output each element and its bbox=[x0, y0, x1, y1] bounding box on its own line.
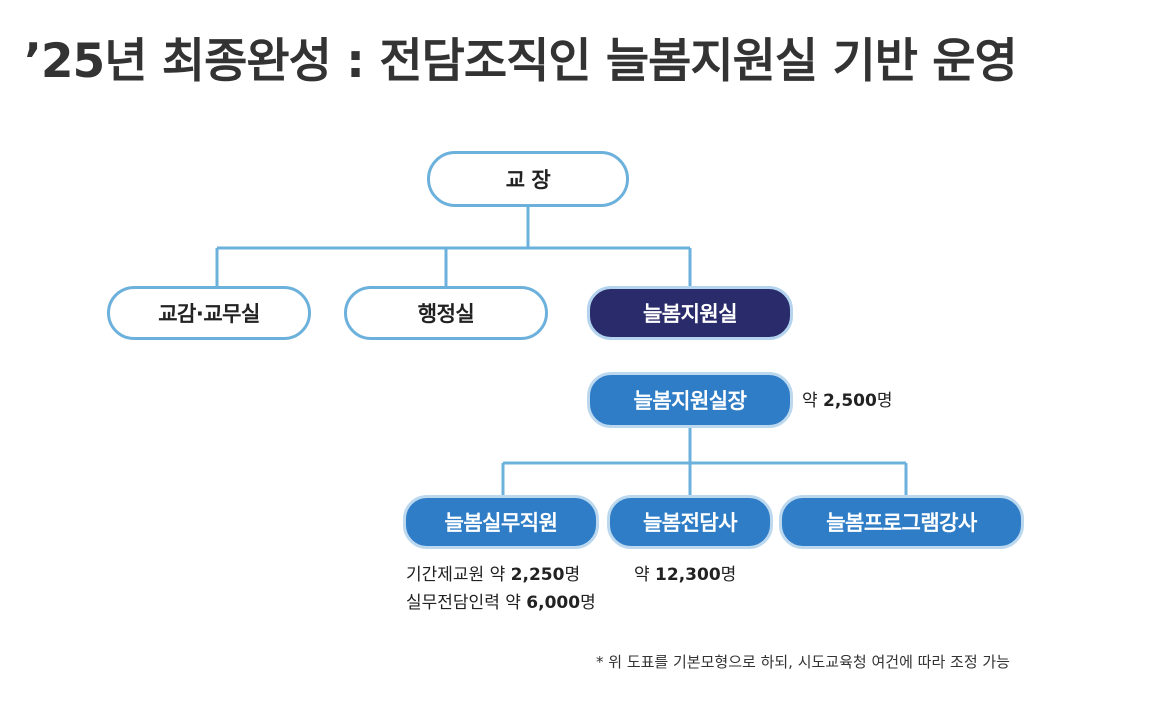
program-instructor-node: 늘봄프로그램강사 bbox=[779, 495, 1024, 549]
head-count-note: 약 2,500명 bbox=[802, 391, 893, 411]
academic-affairs-node: 교감·교무실 bbox=[107, 286, 311, 340]
neulbom-office-node: 늘봄지원실 bbox=[587, 286, 793, 340]
staff-note-line2: 실무전담인력 약 6,000명 bbox=[406, 593, 596, 613]
footnote: * 위 도표를 기본모형으로 하되, 시도교육청 여건에 따라 조정 가능 bbox=[596, 653, 1010, 671]
principal-node: 교 장 bbox=[427, 151, 629, 207]
dedicated-note: 약 12,300명 bbox=[634, 565, 737, 585]
dedicated-label: 늘봄전담사 bbox=[642, 511, 738, 535]
staff-node: 늘봄실무직원 bbox=[403, 495, 599, 549]
page-title: ’25년 최종완성 : 전담조직인 늘봄지원실 기반 운영 bbox=[24, 34, 1018, 89]
staff-line1-value: 2,250 bbox=[510, 565, 565, 585]
staff-label: 늘봄실무직원 bbox=[444, 511, 558, 535]
neulbom-head-node: 늘봄지원실장 bbox=[587, 372, 793, 428]
head-count-value: 2,500 bbox=[823, 391, 877, 411]
dedicated-node: 늘봄전담사 bbox=[607, 495, 773, 549]
neulbom-office-label: 늘봄지원실 bbox=[642, 302, 738, 326]
academic-affairs-label: 교감·교무실 bbox=[158, 302, 260, 326]
staff-note-line1: 기간제교원 약 2,250명 bbox=[406, 565, 581, 585]
admin-office-node: 행정실 bbox=[344, 286, 548, 340]
neulbom-head-label: 늘봄지원실장 bbox=[633, 389, 747, 413]
admin-office-label: 행정실 bbox=[417, 302, 475, 326]
program-instructor-label: 늘봄프로그램강사 bbox=[826, 511, 977, 535]
staff-line2-value: 6,000 bbox=[526, 593, 581, 613]
dedicated-value: 12,300 bbox=[655, 565, 721, 585]
principal-label: 교 장 bbox=[505, 168, 551, 192]
